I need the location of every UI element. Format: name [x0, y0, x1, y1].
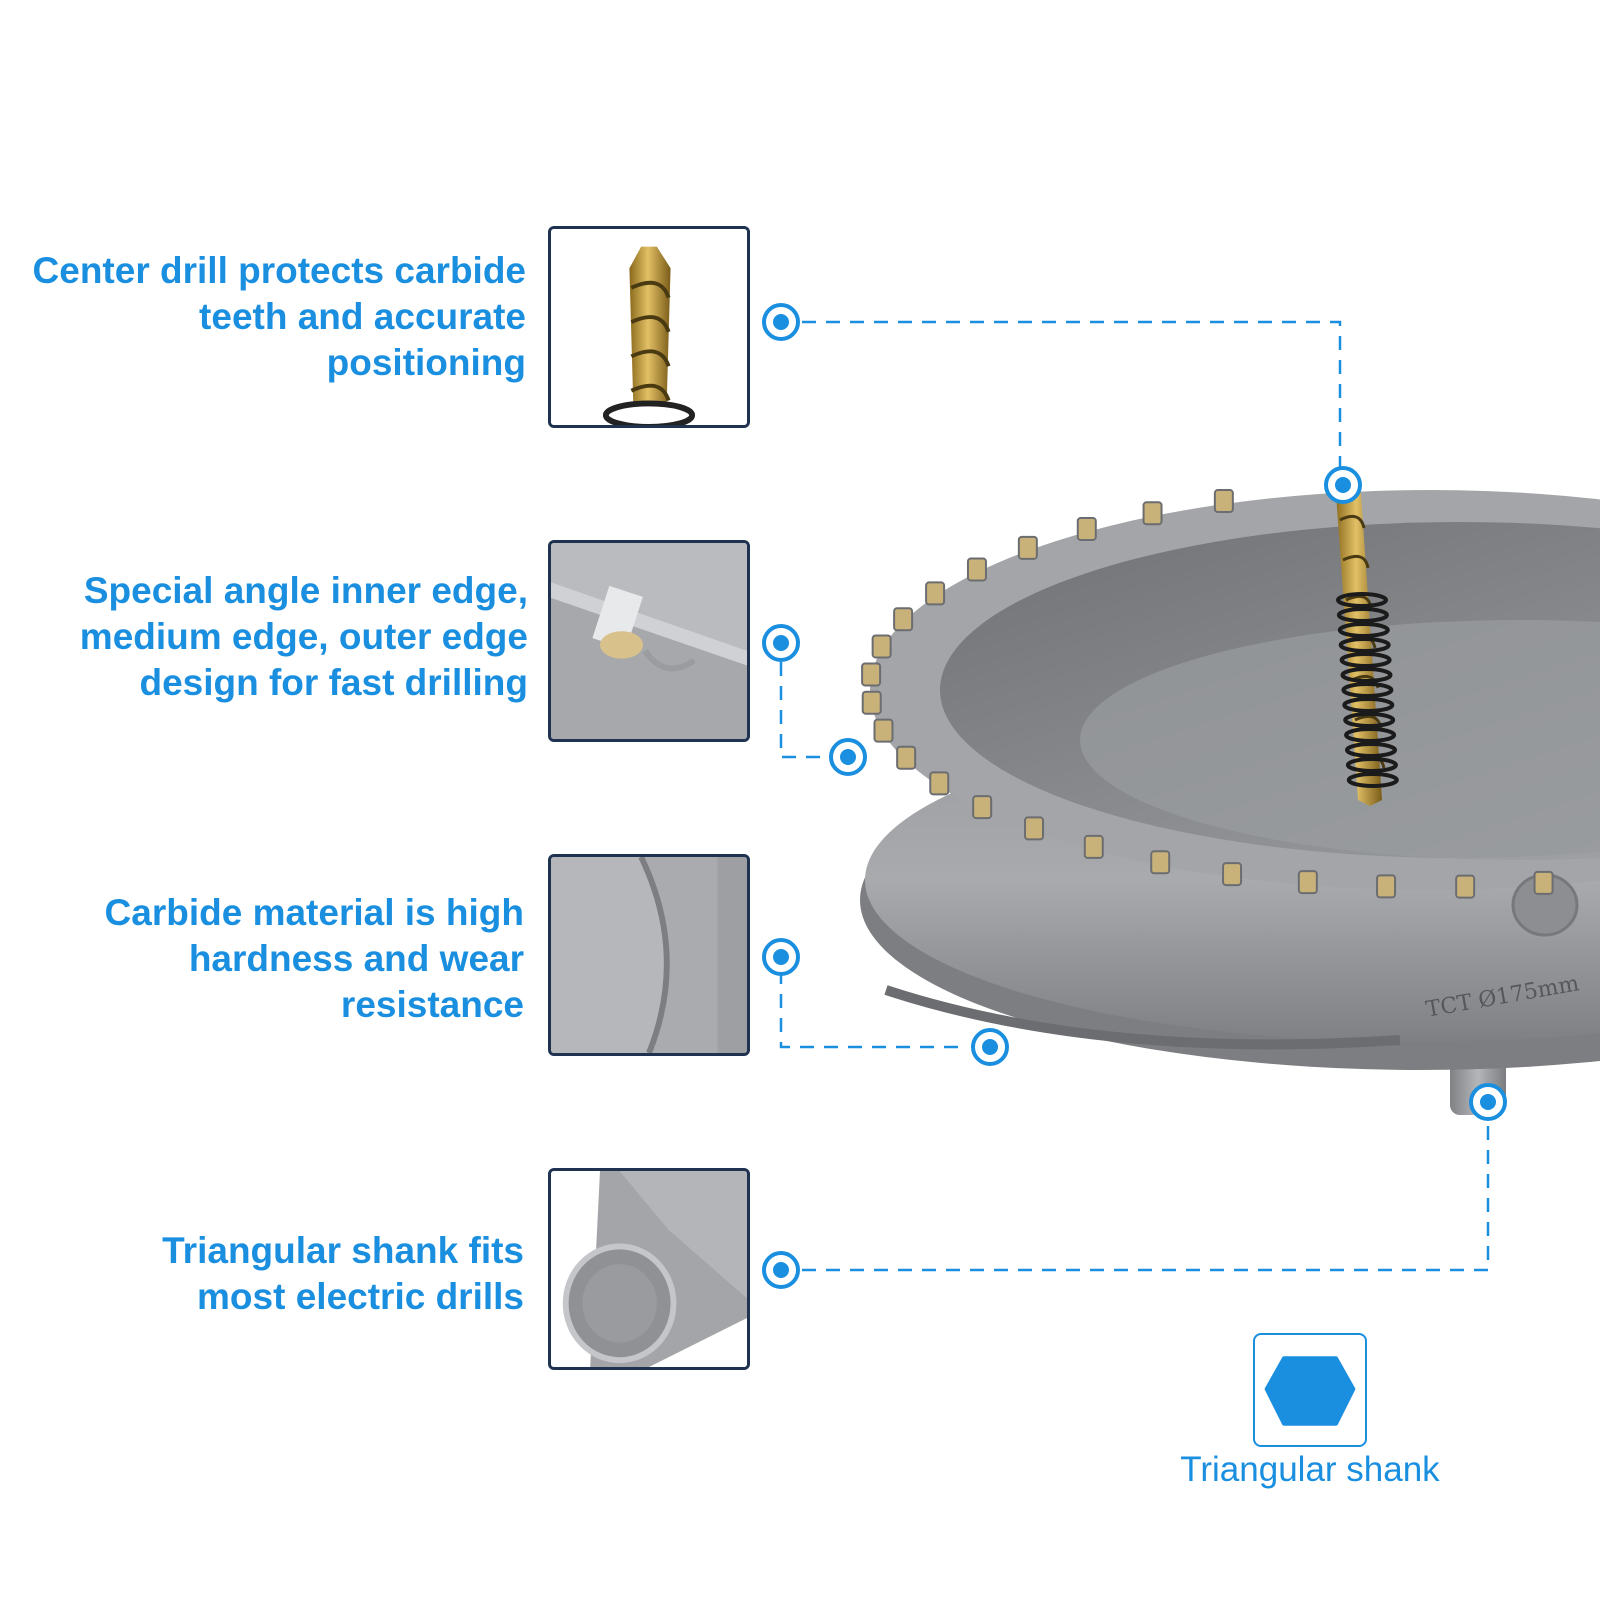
spring-coil — [1346, 772, 1399, 788]
triangular-shank-icon — [1264, 1356, 1356, 1426]
carbide-tooth — [861, 690, 882, 715]
spring-coil — [1344, 727, 1397, 743]
callout-marker-dot — [773, 635, 789, 651]
drill-spring — [1336, 592, 1399, 788]
carbide-tooth — [1213, 489, 1234, 514]
carbide-tooth — [972, 795, 993, 820]
feature-text-carbide-material: Carbide material is high hardness and we… — [104, 892, 524, 1025]
shank-diagram-caption: Triangular shank — [1180, 1450, 1440, 1489]
feature-text-edge-design: Special angle inner edge, medium edge, o… — [79, 570, 528, 703]
callout-lines — [779, 320, 1490, 1272]
carbide-teeth — [861, 489, 1554, 899]
carbide-tooth — [925, 581, 946, 606]
callout-marker-dot — [982, 1039, 998, 1055]
spring-coil — [1345, 757, 1398, 773]
drill-bit-icon — [551, 229, 747, 425]
shank-end-icon — [551, 1171, 747, 1367]
spring-coil — [1341, 682, 1394, 698]
carbide-material-thumbnail — [548, 854, 750, 1056]
callout-marker-dot — [1480, 1094, 1496, 1110]
carbide-tooth — [893, 607, 914, 632]
carbide-tooth — [896, 745, 917, 770]
feature-text-shank: Triangular shank fits most electric dril… — [162, 1230, 524, 1317]
carbide-tooth — [1222, 862, 1243, 887]
saw-tooth-icon — [551, 543, 747, 739]
spring-coil — [1336, 607, 1389, 623]
hole-saw: TCT Ø175mm — [860, 480, 1600, 1115]
spring-coil — [1336, 592, 1388, 608]
carbide-tooth — [966, 557, 987, 582]
carbide-tooth — [861, 662, 882, 687]
spring-coil — [1338, 637, 1391, 653]
carbide-tooth — [1533, 870, 1554, 895]
callout-marker-dot — [773, 314, 789, 330]
spring-coil — [1340, 667, 1393, 683]
callout-marker-dot — [773, 1262, 789, 1278]
callout-marker-dot — [1335, 477, 1351, 493]
spring-coil — [1343, 712, 1396, 728]
carbide-tooth — [873, 718, 894, 743]
callout-marker-dot — [773, 949, 789, 965]
center-drill-thumbnail — [548, 226, 750, 428]
shank-thumbnail — [548, 1168, 750, 1370]
callout-markers — [762, 303, 1507, 1289]
carbide-tooth — [1376, 874, 1397, 899]
metal-surface-icon — [551, 857, 747, 1053]
carbide-tooth — [1455, 874, 1476, 899]
carbide-tooth — [1024, 816, 1045, 841]
spring-coil — [1342, 697, 1395, 713]
carbide-tooth — [1150, 850, 1171, 875]
carbide-tooth — [929, 771, 950, 796]
feature-text-center-drill: Center drill protects carbide teeth and … — [32, 250, 526, 383]
carbide-tooth — [871, 634, 892, 659]
carbide-tooth — [1017, 535, 1038, 560]
callout-marker-dot — [840, 749, 856, 765]
carbide-tooth — [1083, 834, 1104, 859]
edge-design-thumbnail — [548, 540, 750, 742]
center-drill — [1335, 480, 1399, 806]
spring-coil — [1337, 622, 1390, 638]
carbide-tooth — [1297, 870, 1318, 895]
spring-coil — [1339, 652, 1392, 668]
carbide-tooth — [1076, 516, 1097, 541]
spring-coil — [1345, 742, 1397, 758]
shank-cross-section-box — [1253, 1333, 1367, 1447]
carbide-tooth — [1142, 501, 1163, 526]
